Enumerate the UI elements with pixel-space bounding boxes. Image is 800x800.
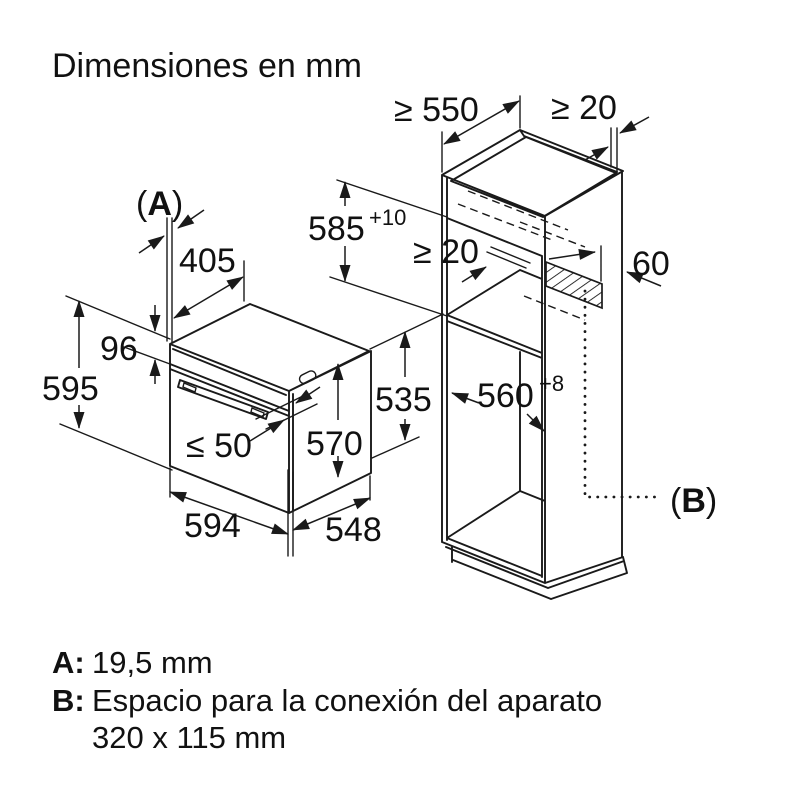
dim-shelf-rear-gap: ≥ 20 xyxy=(413,233,479,271)
dim-594-line xyxy=(169,491,289,535)
dim-top-depth: 405 xyxy=(179,242,236,280)
dim-front-height: 595 xyxy=(42,370,99,408)
cabinet-hidden-edges xyxy=(457,190,586,321)
dim-548-line xyxy=(292,497,371,531)
dim-rear-height: 535 xyxy=(375,381,432,419)
dim-strip-height: 96 xyxy=(100,330,138,368)
label-b: (B) xyxy=(670,482,717,520)
oven-grip-hole xyxy=(298,370,317,385)
dim-niche-height-tolerance: +10 xyxy=(369,205,406,230)
dim-top-gap-arrow-right xyxy=(619,116,650,134)
dim-niche-width-tolerance: +8 xyxy=(539,371,564,396)
dim-min-depth: ≥ 550 xyxy=(394,91,479,129)
dotted-connection-path xyxy=(583,289,657,499)
legend-a-value: 19,5 mm xyxy=(92,645,213,680)
legend-b-value: Espacio para la conexión del aparato xyxy=(92,683,602,718)
dim-50-arrow-2 xyxy=(295,386,321,404)
dim-body-height: 570 xyxy=(306,425,363,463)
page-title: Dimensiones en mm xyxy=(52,47,362,85)
cabinet-extension-lines xyxy=(329,95,618,317)
dim-niche-width: 560 xyxy=(477,377,534,415)
dim-niche-height: 585 xyxy=(308,210,365,248)
oven-body-outline xyxy=(169,303,372,514)
dim-depth: 548 xyxy=(325,511,382,549)
legend-a-key: A: xyxy=(52,645,85,680)
dim-60-arrow xyxy=(626,271,662,287)
legend-b-value-line2: 320 x 115 mm xyxy=(92,720,286,755)
hatch-connection-area xyxy=(545,260,603,310)
oven-handle xyxy=(177,379,269,420)
dim-top-gap-arrow-left xyxy=(584,146,609,161)
dim-width: 594 xyxy=(184,507,241,545)
dim-50-arrow-1 xyxy=(249,419,285,442)
dim-405-line xyxy=(173,276,244,319)
cabinet-drawing: ≥ 550 ≥ 20 585 +10 ≥ 20 60 560 +8 (B) xyxy=(308,89,717,600)
dim-550-line xyxy=(443,100,520,145)
legend-b-key: B: xyxy=(52,683,85,718)
callout-a-arrow-lower xyxy=(138,235,165,254)
dim-side-clearance: 60 xyxy=(632,245,670,283)
oven-drawing: (A) 405 96 595 ≤ 50 570 535 594 548 xyxy=(42,185,444,557)
dim-560-arrow-left xyxy=(451,392,480,404)
dim-shelf-gap-arrow-left xyxy=(461,266,487,283)
dim-shelf-gap-arrow-right xyxy=(548,248,596,260)
dim-560-arrow-right xyxy=(526,413,545,432)
callout-a-arrow-upper xyxy=(177,209,205,229)
dim-top-rear-gap: ≥ 20 xyxy=(551,89,617,127)
cabinet-outline xyxy=(441,129,628,600)
legend: A: 19,5 mm B: Espacio para la conexión d… xyxy=(52,645,602,755)
label-a: (A) xyxy=(136,185,183,223)
dim-handle-depth: ≤ 50 xyxy=(186,427,252,465)
